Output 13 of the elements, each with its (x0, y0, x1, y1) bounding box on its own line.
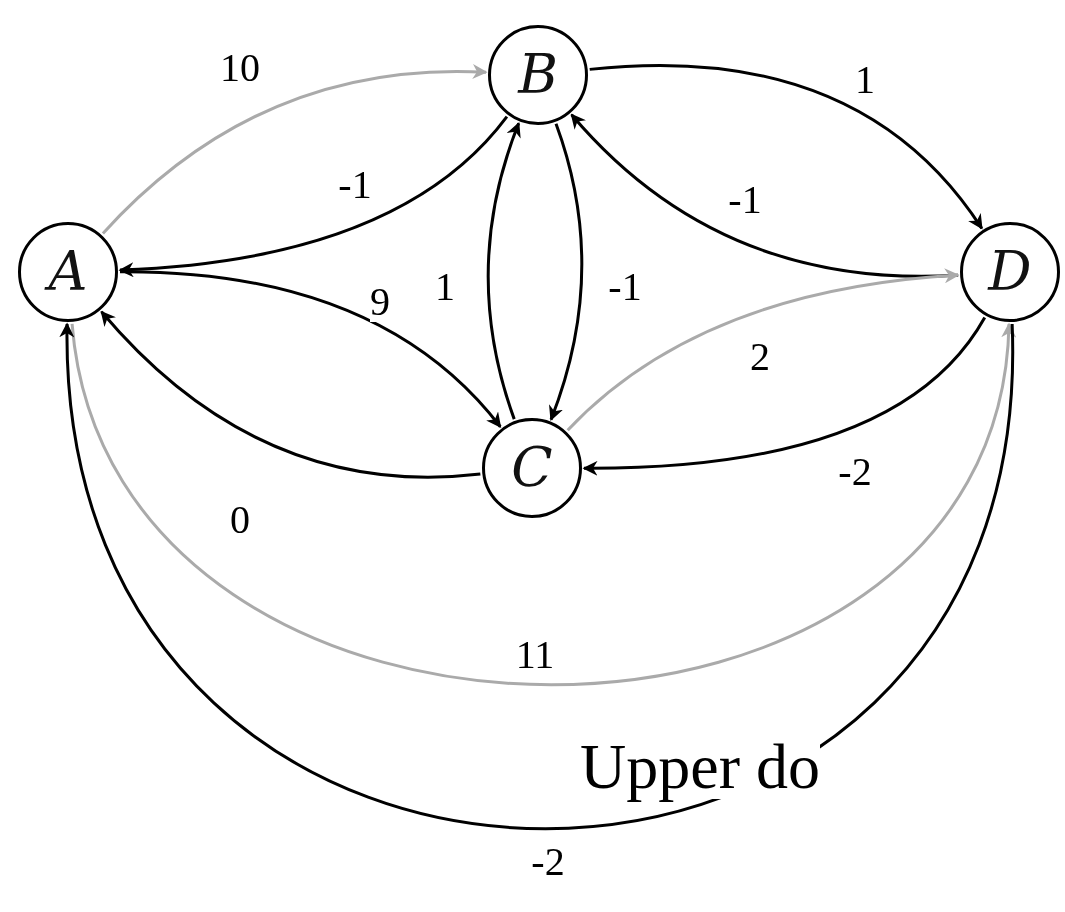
node-label: C (511, 441, 553, 495)
arrow (486, 121, 522, 420)
node-label: B (518, 48, 558, 102)
arrow (118, 115, 509, 277)
arrow (566, 268, 960, 432)
arrow (589, 64, 983, 230)
arrow (119, 270, 502, 428)
arrow (100, 310, 481, 479)
arrow (582, 316, 986, 476)
node-label: D (988, 245, 1032, 299)
arrow (548, 123, 584, 422)
arrow (70, 322, 1015, 687)
arrow (101, 64, 488, 235)
